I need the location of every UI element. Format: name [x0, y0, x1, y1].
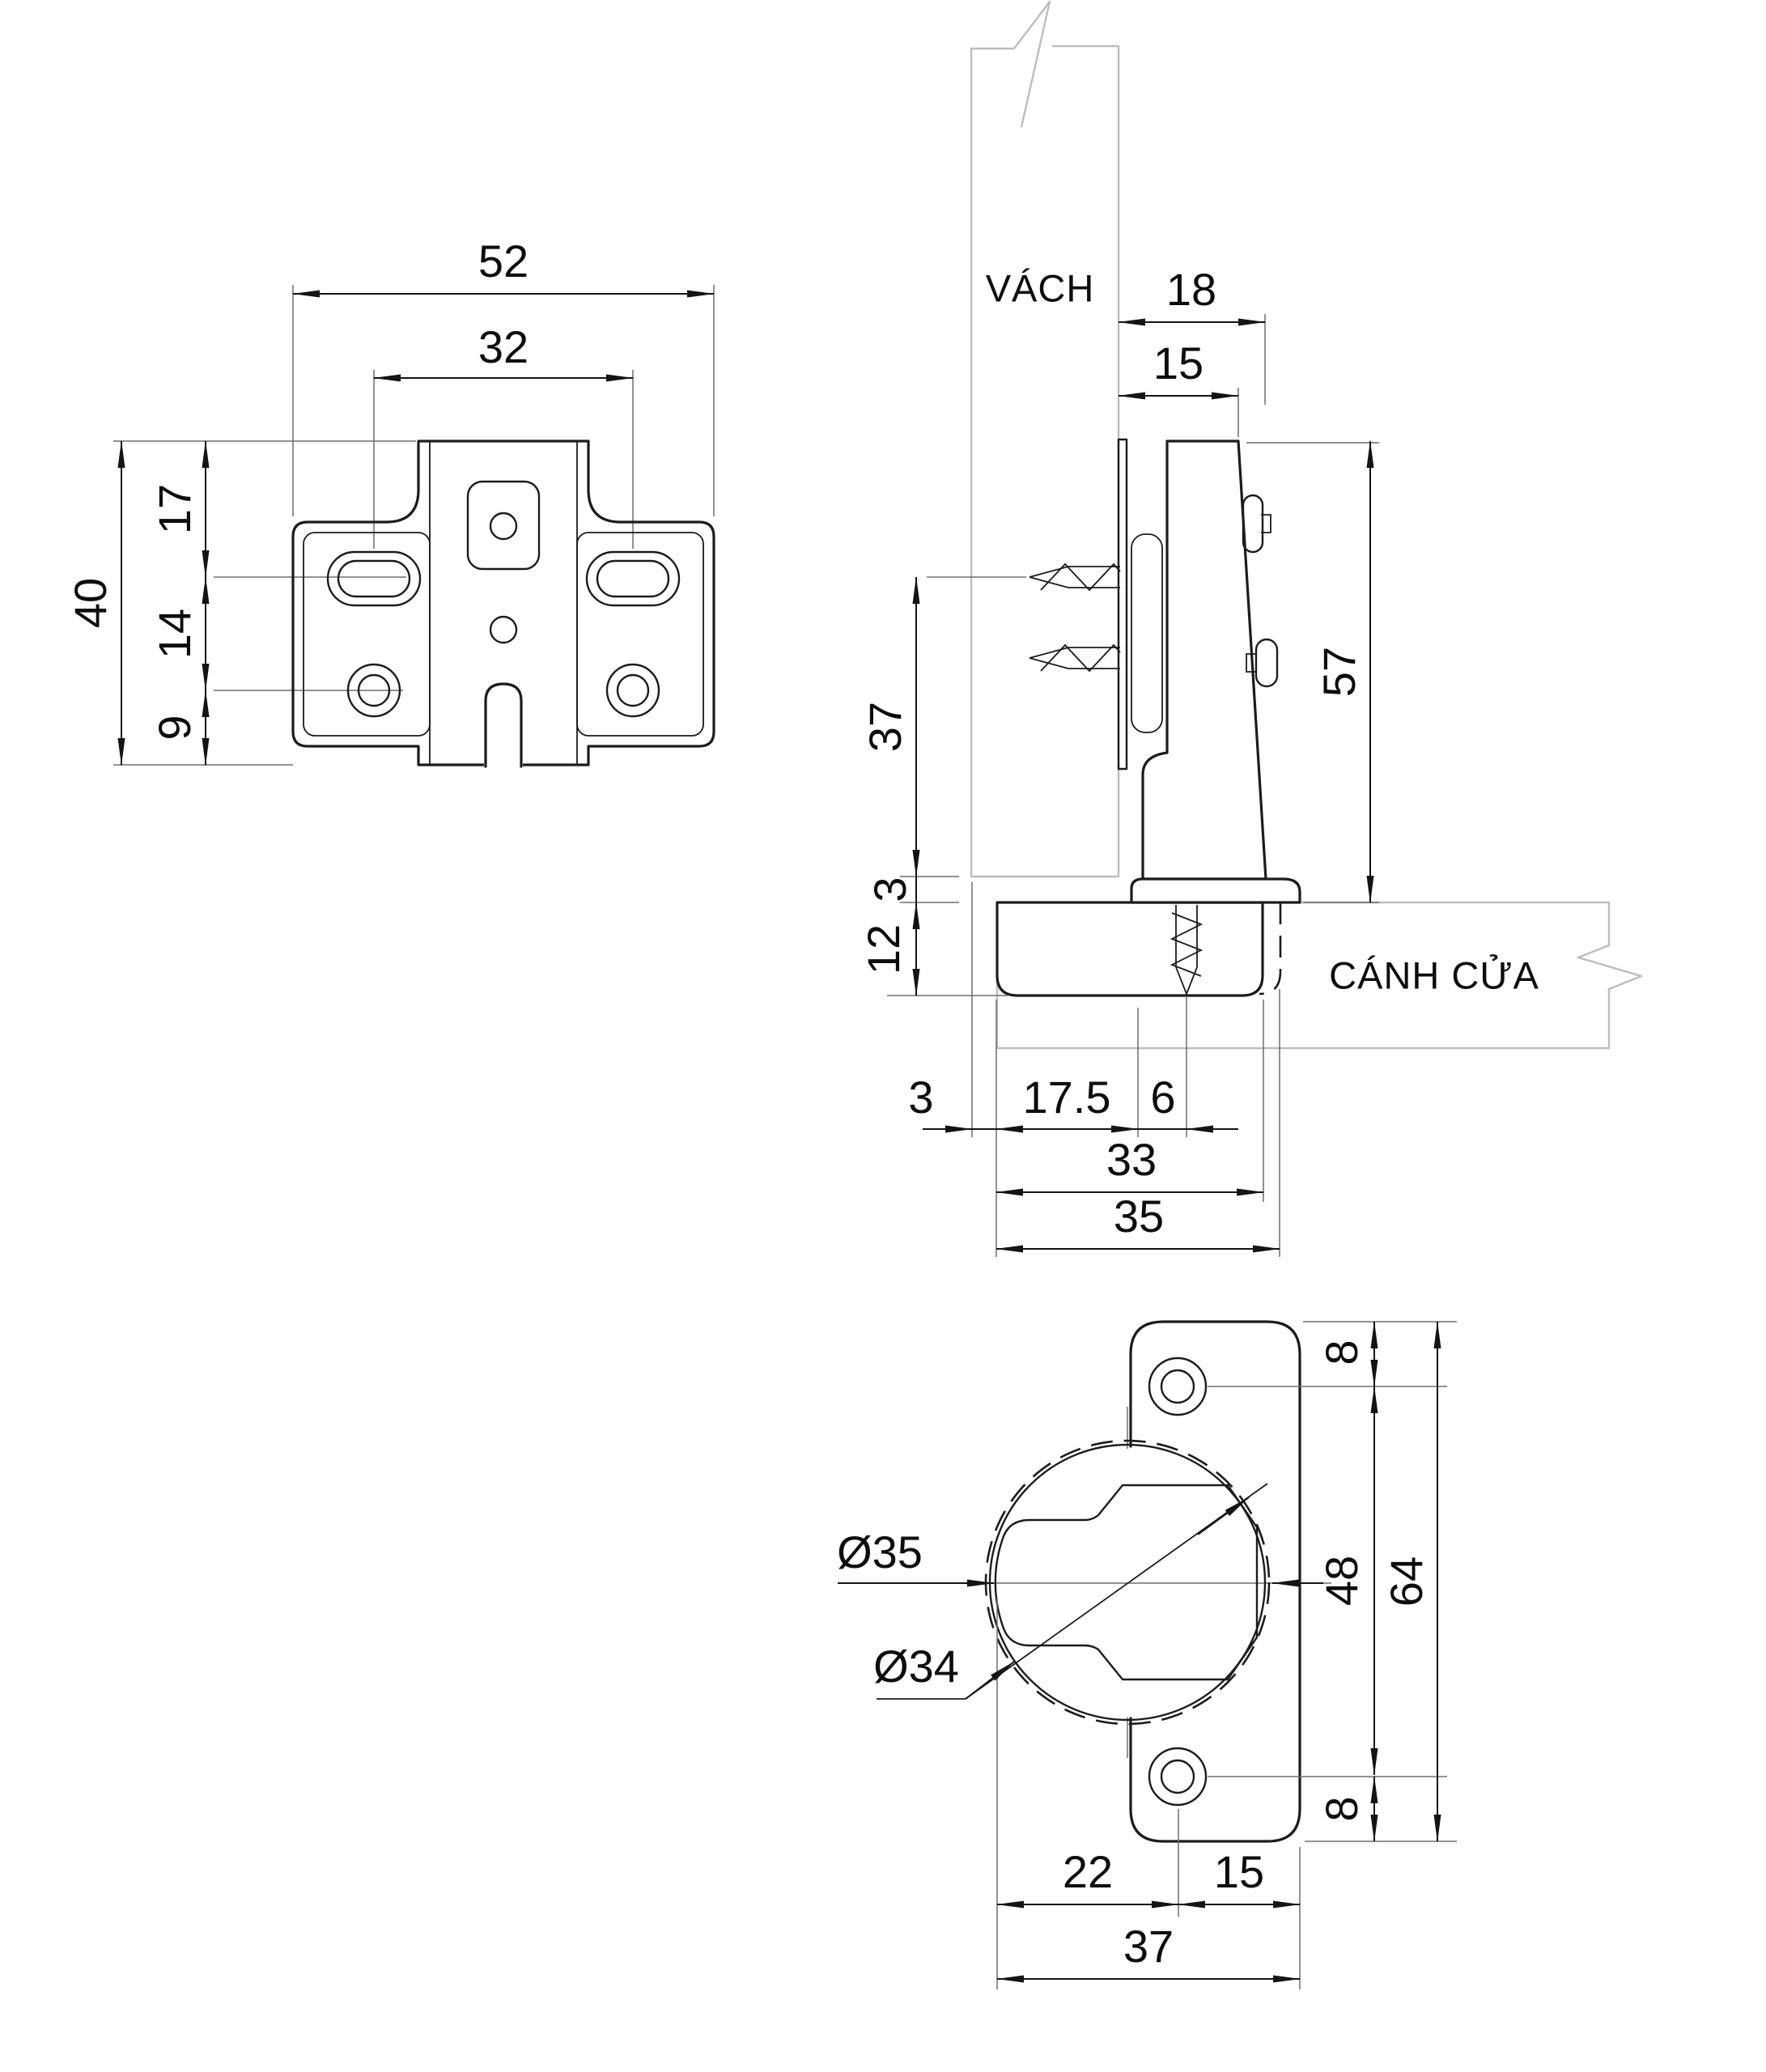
bore-circle-hidden	[984, 1439, 1271, 1726]
wall-screw-top	[1029, 563, 1121, 592]
center-hole	[489, 615, 518, 644]
right-hole-boss	[605, 663, 660, 718]
dim-cup-hole-spacing: 48	[1316, 1556, 1367, 1606]
dim-cup-bore-center-offset: 22	[1063, 1846, 1113, 1897]
dim-side-cup-depth: 12	[858, 924, 909, 974]
cup-flange	[1130, 877, 1301, 904]
dim-side-height-total: 57	[1314, 647, 1365, 697]
dim-side-cup-body-width: 33	[1106, 1134, 1157, 1185]
door-label: CÁNH CỬA	[1329, 953, 1539, 996]
pad-hole	[489, 512, 518, 541]
hinge-arm	[1141, 439, 1267, 881]
dim-side-screw-offset: 6	[1150, 1072, 1175, 1123]
bottom-screw-hole-boss	[1148, 1747, 1208, 1807]
dim-cup-hole-top-offset: 8	[1316, 1340, 1367, 1365]
arm-slot-lower	[1254, 638, 1279, 688]
cup-section	[995, 901, 1264, 997]
dim-side-screw-to-wall-bottom: 37	[860, 702, 911, 752]
right-slot-boss	[585, 550, 681, 607]
wall-outline	[970, 45, 1120, 878]
left-hole	[357, 673, 391, 707]
side-section-view: VÁCH CÁNH CỬA	[858, 0, 1643, 1257]
wall-break-icon	[1013, 0, 1051, 128]
bottom-notch	[484, 682, 523, 768]
right-slot	[596, 559, 670, 598]
top-screw-hole-boss	[1148, 1357, 1208, 1416]
dim-side-cup-overall-width: 35	[1114, 1191, 1164, 1242]
dim-side-reveal: 3	[908, 1072, 933, 1123]
left-hole-boss	[346, 663, 401, 718]
cup-plate-outline	[1129, 1320, 1301, 1843]
wall-screw-bottom	[1029, 643, 1121, 673]
dim-side-offset-full: 18	[1166, 264, 1216, 315]
door-cup-plate-view: 8 48 64 8 22 15 37 Ø35 Ø34	[837, 1320, 1457, 1989]
dim-front-seg-mid: 14	[149, 609, 200, 659]
dim-side-offset-arm: 15	[1153, 338, 1204, 388]
plate-outline	[291, 439, 715, 766]
dim-front-seg-bottom: 9	[149, 715, 200, 740]
dim-front-height-total: 40	[65, 578, 116, 628]
arm-slot-upper-notch	[1261, 514, 1271, 533]
top-screw-hole	[1160, 1369, 1195, 1404]
center-pad	[466, 480, 541, 571]
dim-cup-hole-bottom-offset: 8	[1316, 1796, 1367, 1821]
left-slot-boss	[326, 550, 422, 607]
door-screw	[1170, 905, 1204, 996]
front-plate-view: 52 32 40 17 14 9	[65, 236, 715, 768]
arm-clip-detail	[1131, 533, 1163, 733]
dim-cup-plate-height: 64	[1381, 1556, 1432, 1607]
door-outline	[995, 901, 1643, 1050]
left-slot	[337, 559, 411, 598]
dim-front-width-total: 52	[478, 236, 529, 287]
wall-label: VÁCH	[986, 266, 1095, 309]
dim-cup-width-total: 37	[1123, 1921, 1174, 1972]
dim-front-slot-spacing: 32	[478, 321, 529, 372]
dim-cup-bore-diameter: Ø35	[837, 1526, 923, 1577]
dim-cup-diameter: Ø34	[873, 1641, 959, 1692]
dim-front-seg-top: 17	[149, 484, 200, 534]
right-wing-inner-edge	[576, 532, 704, 737]
left-wing-inner-edge	[303, 532, 431, 737]
cup-hidden-edge	[1259, 902, 1282, 996]
arm-slot-upper	[1242, 494, 1264, 554]
arm-slot-lower-notch	[1246, 653, 1256, 673]
right-hole	[616, 673, 650, 707]
dim-cup-screw-line-to-edge: 15	[1214, 1846, 1264, 1897]
dim-side-cup-center: 17.5	[1023, 1072, 1111, 1123]
back-plate	[1117, 438, 1128, 771]
bottom-screw-hole	[1160, 1759, 1195, 1794]
dim-side-gap: 3	[864, 877, 915, 902]
